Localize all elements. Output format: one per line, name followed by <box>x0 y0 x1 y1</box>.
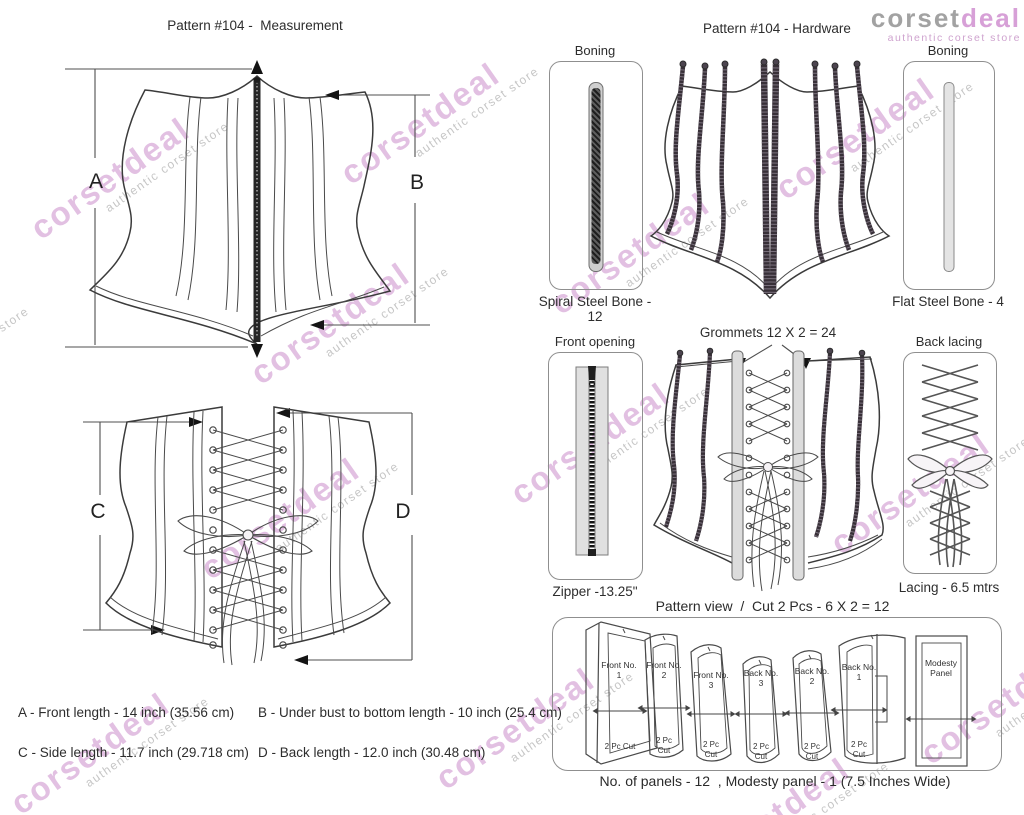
piece-cut-label: 2 Pc Cut <box>850 740 867 759</box>
flat-bone-caption: Flat Steel Bone - 4 <box>892 294 1004 309</box>
corset-hardware-front-diagram <box>645 50 895 305</box>
bone-texture <box>664 63 876 295</box>
dimension-d-lines <box>280 412 413 661</box>
lacing-bow <box>177 515 319 555</box>
grommets-label: Grommets 12 X 2 = 24 <box>699 325 837 340</box>
pattern-view-title: Pattern view / Cut 2 Pcs - 6 X 2 = 12 <box>655 598 890 614</box>
corset-outline <box>88 74 392 345</box>
grommets <box>209 426 287 649</box>
spiral-boning-label: Boning <box>574 43 616 58</box>
note-back-length: D - Back length - 12.0 inch (30.48 cm) <box>258 745 486 760</box>
zipper-front <box>253 77 261 342</box>
piece-label: Modesty Panel <box>924 658 958 679</box>
piece-label: Front No. 2 <box>646 660 682 681</box>
piece-label: Back No. 1 <box>841 662 877 683</box>
spiral-bone-box <box>549 61 643 290</box>
spiral-bone-caption: Spiral Steel Bone - 12 <box>538 294 652 324</box>
logo-tagline: authentic corset store <box>887 32 1021 44</box>
piece-label: Back No. 3 <box>743 668 779 689</box>
zipper-caption: Zipper -13.25" <box>552 584 638 599</box>
note-front-length: A - Front length - 14 inch (35.56 cm) <box>18 705 235 720</box>
back-right-side <box>807 356 884 564</box>
back-left-side <box>653 358 739 564</box>
note-underbust-length: B - Under bust to bottom length - 10 inc… <box>258 705 562 720</box>
back-laces <box>748 372 788 592</box>
dimension-c-lines <box>83 421 198 631</box>
lacing-bow-small <box>717 452 819 482</box>
dimension-label-a: A <box>88 170 103 193</box>
lacing-caption: Lacing - 6.5 mtrs <box>898 580 1000 595</box>
back-lacing-laces <box>212 429 284 666</box>
flat-bone-box <box>903 61 995 290</box>
back-bone-texture <box>664 352 865 542</box>
piece-label: Back No. 2 <box>794 666 830 687</box>
pattern-view-footer: No. of panels - 12 , Modesty panel - 1 (… <box>599 773 951 789</box>
spiral-bones <box>664 63 876 295</box>
back-spiral-bones <box>664 352 865 542</box>
corset-hardware-back-diagram <box>650 344 890 597</box>
corset-front-measurement-diagram <box>65 46 470 361</box>
note-side-length: C - Side length - 11.7 inch (29.718 cm) <box>18 745 249 760</box>
corset-back-measurement-diagram <box>70 395 470 685</box>
grommets-small <box>745 369 791 564</box>
piece-label: Front No. 1 <box>601 660 637 681</box>
lacing-icon <box>907 364 993 568</box>
back-left-panel <box>104 406 223 648</box>
pattern-pieces-outlines <box>585 621 977 767</box>
brand-logo: corsetdeal authentic corset store <box>871 5 1021 44</box>
logo-text-gray: corset <box>870 3 961 33</box>
pattern-view-box: Front No. 1 2 Pc Cut Front No. 2 2 Pc Cu… <box>552 617 1002 771</box>
zipper-icon <box>575 366 609 556</box>
hardware-corset-outline <box>649 70 891 300</box>
dimension-b-lines <box>313 94 430 326</box>
hardware-title: Pattern #104 - Hardware <box>703 21 851 36</box>
back-right-panel <box>273 406 392 648</box>
dimension-label-b: B <box>409 171 424 194</box>
measurement-title: Pattern #104 - Measurement <box>167 18 343 33</box>
back-lacing-label: Back lacing <box>915 334 983 349</box>
flat-bone-icon <box>943 82 955 272</box>
flat-boning-label: Boning <box>927 43 969 58</box>
piece-label: Front No. 3 <box>693 670 729 691</box>
back-lacing-box <box>903 352 997 574</box>
piece-cut-label: 2 Pc Cut <box>702 740 719 759</box>
piece-cut-label: 2 Pc Cut <box>752 742 769 761</box>
spiral-bone-icon <box>591 88 601 264</box>
logo-text-pink: deal <box>960 3 1021 33</box>
dimension-label-d: D <box>395 500 411 523</box>
front-opening-label: Front opening <box>554 334 636 349</box>
piece-cut-label: 2 Pc Cut <box>655 736 672 755</box>
back-bone-tips <box>676 347 866 357</box>
front-opening-box <box>548 352 643 580</box>
dimension-a-lines <box>65 68 252 348</box>
piece-cut-label: 2 Pc Cut <box>803 742 820 761</box>
piece-cut-label: 2 Pc Cut <box>604 742 636 751</box>
bone-tips <box>679 58 861 70</box>
dimension-label-c: C <box>90 500 106 523</box>
